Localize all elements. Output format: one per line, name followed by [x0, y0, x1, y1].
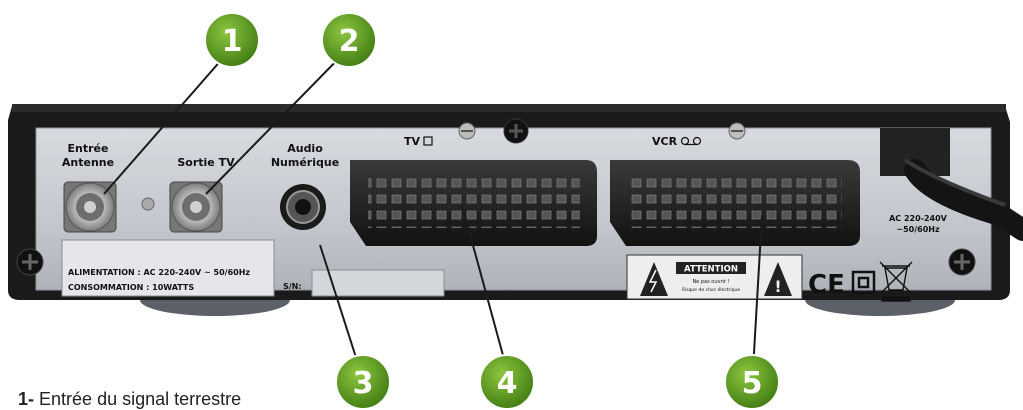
callout-line-3: [319, 244, 361, 371]
label-scart-tv: TV: [404, 135, 421, 148]
label-scart-vcr: VCR: [652, 135, 678, 148]
panel-screw-2: [503, 118, 529, 144]
legend-separator: -: [28, 389, 35, 409]
ac-label-line2: ~50/60Hz: [896, 225, 940, 234]
svg-text:5: 5: [742, 366, 763, 401]
label-tv-out: Sortie TV: [177, 156, 235, 169]
svg-text:3: 3: [353, 366, 374, 401]
digital-audio-jack: [280, 184, 326, 230]
svg-text:2: 2: [339, 24, 360, 59]
ac-label-line1: AC 220-240V: [889, 214, 948, 223]
warning-line1: Ne pas ouvrir !: [692, 279, 729, 285]
case-screw-right: [948, 248, 976, 276]
callout-line-1: [103, 49, 231, 195]
legend-number: 1: [18, 389, 29, 409]
callout-line-4: [461, 204, 508, 371]
svg-text:4: 4: [497, 366, 518, 401]
label-antenna-in-2: Antenne: [62, 156, 114, 169]
callout-badge-3: 3: [335, 354, 391, 410]
power-cable: [880, 128, 1023, 241]
tv-output-connector: [169, 181, 223, 233]
panel-screw-1: [458, 122, 476, 140]
panel-screw-3: [728, 122, 746, 140]
ce-mark: CE: [808, 270, 845, 300]
antenna-input-connector: [63, 181, 117, 233]
callout-badge-1: 1: [204, 12, 260, 68]
svg-text:!: !: [774, 277, 781, 296]
double-insulation-icon: [851, 270, 876, 295]
svg-text:1: 1: [222, 24, 243, 59]
vcr-symbol-icon: [680, 136, 702, 146]
warning-line2: Risque de choc électrique: [682, 286, 741, 293]
callout-badge-4: 4: [479, 354, 535, 410]
callout-line-2: [205, 49, 348, 195]
callout-line-5: [752, 214, 763, 371]
legend-item-1: 1- Entrée du signal terrestre: [18, 388, 241, 410]
weee-bin-icon: [879, 261, 913, 302]
scart-tv-connector: [350, 160, 597, 246]
label-audio-1: Audio: [287, 142, 323, 155]
case-top-edge: [12, 104, 1006, 112]
warning-title: ATTENTION: [684, 265, 738, 275]
serial-number-label: S/N:: [283, 282, 302, 291]
power-rating-sticker: ALIMENTATION : AC 220-240V ~ 50/60Hz CON…: [61, 239, 275, 297]
callout-badge-2: 2: [321, 12, 377, 68]
case-screw-left: [16, 248, 44, 276]
warning-sticker: ATTENTION Ne pas ouvrir ! Risque de choc…: [626, 254, 803, 300]
label-antenna-in-1: Entrée: [68, 142, 109, 155]
callout-badge-5: 5: [724, 354, 780, 410]
power-rating-line1: ALIMENTATION : AC 220-240V ~ 50/60Hz: [68, 268, 250, 277]
label-audio-2: Numérique: [271, 156, 339, 169]
tv-symbol-icon: [423, 136, 433, 146]
center-screw: [141, 197, 155, 211]
scart-vcr-connector: [610, 160, 860, 246]
legend-text: Entrée du signal terrestre: [39, 389, 242, 409]
power-rating-line2: CONSOMMATION : 10WATTS: [68, 283, 194, 292]
